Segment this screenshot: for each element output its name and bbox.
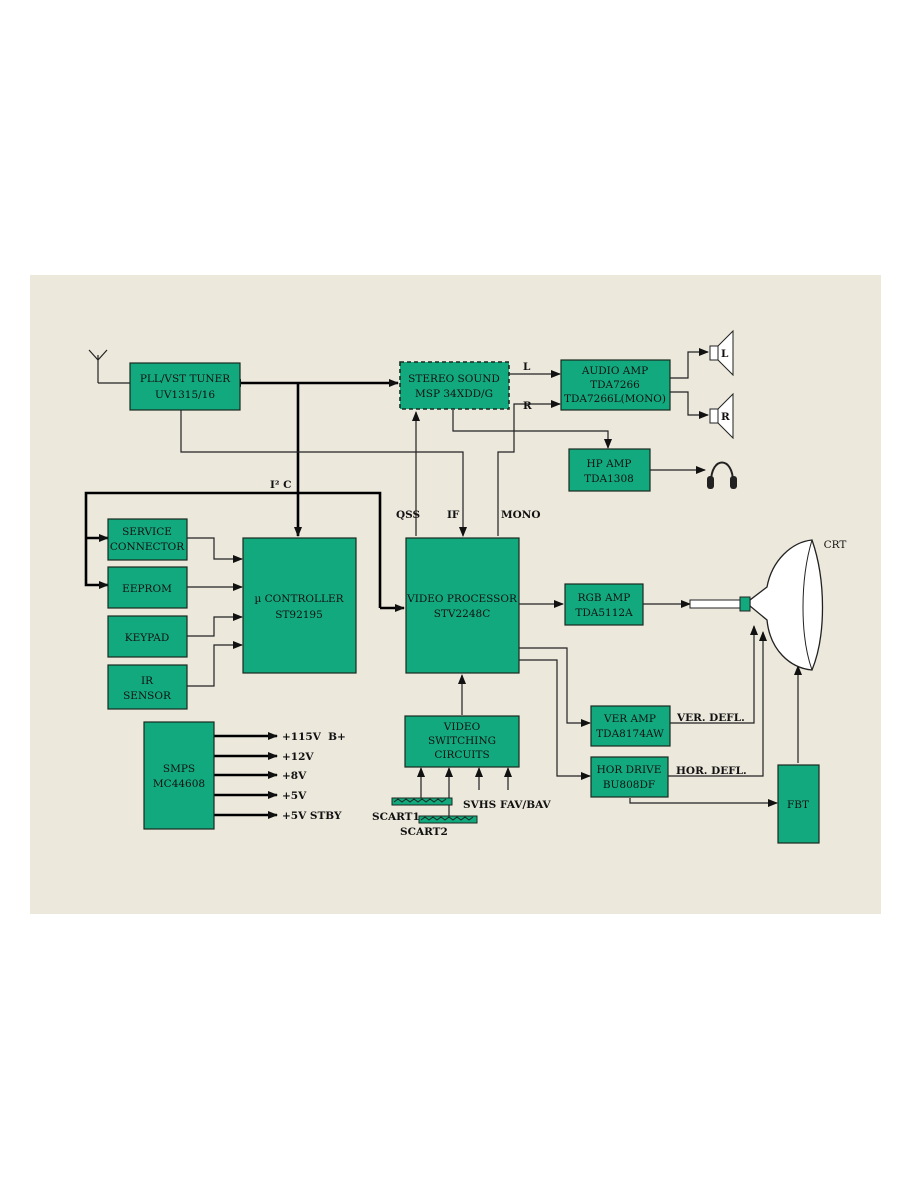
switch-inputs xyxy=(417,767,512,816)
if-label: IF xyxy=(447,509,460,521)
spk-l-line xyxy=(670,348,709,379)
stereo-label: STEREO SOUND xyxy=(408,373,500,385)
ir-label2: SENSOR xyxy=(123,690,172,702)
keypad-line xyxy=(187,613,243,637)
service-label2: CONNECTOR xyxy=(110,541,185,553)
ver-label: VER AMP xyxy=(603,713,656,725)
eeprom-label: EEPROM xyxy=(122,583,172,595)
hp-amp-block: HP AMP TDA1308 xyxy=(568,448,651,492)
scart1-connector xyxy=(391,797,453,806)
keypad-label: KEYPAD xyxy=(125,632,170,644)
scart1-label: SCART1 xyxy=(372,811,420,823)
micro-controller-block: µ CONTROLLER ST92195 xyxy=(242,537,357,674)
i2c-bus xyxy=(84,379,405,612)
supply-5v-stby: +5V STBY xyxy=(282,810,342,822)
stereo-sound-block: STEREO SOUND MSP 34XDD/G xyxy=(399,361,510,410)
ir-label: IR xyxy=(141,675,154,687)
stereo-part: MSP 34XDD/G xyxy=(415,388,493,400)
service-line xyxy=(187,537,243,563)
scart2-label: SCART2 xyxy=(400,826,448,838)
tuner-part: UV1315/16 xyxy=(155,389,215,401)
ver-defl-line xyxy=(670,625,758,724)
l-label: L xyxy=(523,361,531,373)
switch-label2: SWITCHING xyxy=(428,735,496,747)
fbt-block: FBT xyxy=(777,764,820,844)
ver-part: TDA8174AW xyxy=(596,728,664,740)
speaker-l-label: L xyxy=(721,348,729,360)
tuner-label: PLL/VST TUNER xyxy=(140,373,231,385)
ver-amp-block: VER AMP TDA8174AW xyxy=(590,705,671,747)
ver-defl-label: VER. DEFL. xyxy=(676,712,745,724)
audio-part: TDA7266 xyxy=(590,379,640,391)
video-switching-block: VIDEO SWITCHING CIRCUITS xyxy=(404,715,520,768)
hor-defl-line xyxy=(668,631,767,777)
hor-defl-label: HOR. DEFL. xyxy=(676,765,747,777)
eeprom-block: EEPROM xyxy=(107,566,188,609)
supply-12v: +12V xyxy=(282,751,314,763)
hor-line xyxy=(519,659,591,780)
spk-r-line xyxy=(670,391,709,419)
svhs-label: SVHS xyxy=(463,799,496,811)
ir-line xyxy=(187,641,243,687)
qss-label: QSS xyxy=(396,509,420,521)
fbt-line xyxy=(629,798,778,807)
audio-part-mono: TDA7266L(MONO) xyxy=(564,393,666,405)
hor-part: BU808DF xyxy=(603,779,655,791)
service-label: SERVICE xyxy=(122,526,172,538)
hor-label: HOR DRIVE xyxy=(597,764,662,776)
supply-115v: +115V B+ xyxy=(282,731,346,743)
crt-label: CRT xyxy=(824,539,847,551)
rgb-label: RGB AMP xyxy=(578,592,631,604)
smps-label: SMPS xyxy=(163,763,195,775)
micro-part: ST92195 xyxy=(275,609,323,621)
speaker-l-icon xyxy=(709,329,734,377)
fbt-label: FBT xyxy=(787,799,809,811)
scart2-connector xyxy=(418,815,478,824)
switch-label3: CIRCUITS xyxy=(434,749,489,761)
video-part: STV2248C xyxy=(434,608,491,620)
ver-line xyxy=(519,647,591,727)
supply-8v: +8V xyxy=(282,770,307,782)
if-line xyxy=(180,410,467,537)
smps-block: SMPS MC44608 xyxy=(143,721,215,830)
hor-drive-block: HOR DRIVE BU808DF xyxy=(590,756,669,798)
switch-label1: VIDEO xyxy=(443,721,481,733)
hp-line xyxy=(452,410,612,449)
antenna-icon xyxy=(88,349,130,384)
tuner-block: PLL/VST TUNER UV1315/16 xyxy=(129,362,241,411)
mono-label: MONO xyxy=(501,509,541,521)
headphones-icon xyxy=(707,461,737,489)
rgb-part: TDA5112A xyxy=(575,607,633,619)
smps-outputs xyxy=(214,732,278,819)
i2c-label: I² C xyxy=(270,479,292,491)
crt-icon xyxy=(689,539,824,671)
audio-label: AUDIO AMP xyxy=(581,365,648,377)
ir-sensor-block: IR SENSOR xyxy=(107,664,188,710)
speaker-r-label: R xyxy=(721,411,730,423)
video-processor-block: VIDEO PROCESSOR STV2248C xyxy=(405,537,520,674)
rgb-amp-block: RGB AMP TDA5112A xyxy=(564,583,644,626)
speaker-r-icon xyxy=(709,392,734,440)
fav-label: FAV/BAV xyxy=(500,799,551,811)
mono-line xyxy=(497,400,561,536)
keypad-block: KEYPAD xyxy=(107,615,188,658)
hp-part: TDA1308 xyxy=(584,473,634,485)
video-label: VIDEO PROCESSOR xyxy=(406,593,518,605)
audio-amp-block: AUDIO AMP TDA7266 TDA7266L(MONO) xyxy=(560,359,671,411)
r-label: R xyxy=(523,400,532,412)
service-connector-block: SERVICE CONNECTOR xyxy=(107,518,188,561)
smps-part: MC44608 xyxy=(153,778,205,790)
hp-label: HP AMP xyxy=(587,458,632,470)
micro-label: µ CONTROLLER xyxy=(254,593,344,605)
supply-5v: +5V xyxy=(282,790,307,802)
